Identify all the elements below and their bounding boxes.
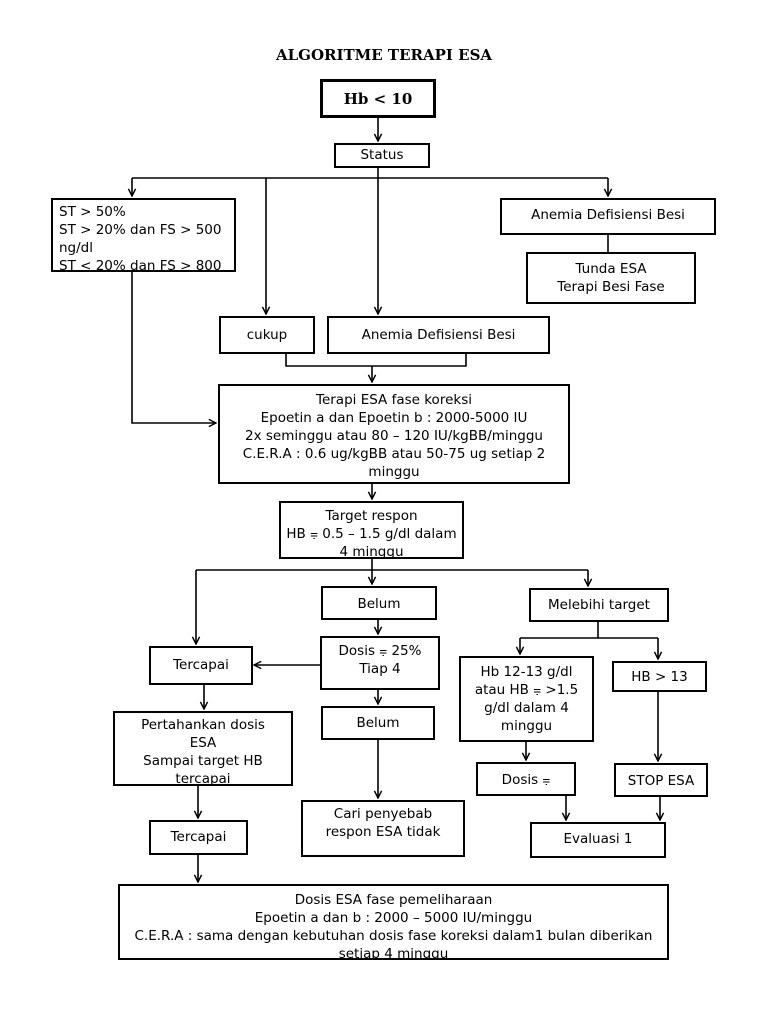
node-iron-deficiency-mid: Anemia Defisiensi Besi (327, 316, 550, 354)
node-dose-up: Dosis ⩦ 25% Tiap 4 (320, 636, 440, 690)
node-correction: Terapi ESA fase koreksi Epoetin a dan Ep… (218, 384, 570, 484)
node-hb-13: HB > 13 (612, 661, 707, 692)
node-find-cause: Cari penyebab respon ESA tidak (301, 800, 465, 857)
node-cukup: cukup (219, 316, 315, 354)
node-iron-status: ST > 50% ST > 20% dan FS > 500 ng/dl ST … (51, 198, 236, 272)
node-stop: STOP ESA (614, 763, 708, 797)
node-status: Status (334, 143, 430, 168)
node-belum-2: Belum (321, 706, 435, 740)
edge-iron-status-correction (131, 272, 216, 423)
node-tercapai-2: Tercapai (149, 820, 248, 855)
node-hb-start: Hb < 10 g/dl (320, 79, 436, 118)
node-hb-range: Hb 12-13 g/dl atau HB ⩦ >1.5 g/dl dalam … (459, 656, 594, 742)
node-delay-esa: Tunda ESA Terapi Besi Fase (526, 252, 696, 304)
node-iron-deficiency-right: Anemia Defisiensi Besi (500, 198, 716, 235)
node-target: Target respon HB ⩦ 0.5 – 1.5 g/dl dalam … (279, 501, 464, 559)
edge-merge-correction (285, 354, 467, 367)
node-tercapai-1: Tercapai (149, 646, 253, 685)
diagram-title: ALGORITME TERAPI ESA (275, 46, 493, 64)
node-dose-down: Dosis ⩦ (476, 762, 576, 796)
node-evaluasi: Evaluasi 1 (530, 822, 666, 858)
node-maintain: Pertahankan dosis ESA Sampai target HB t… (113, 711, 293, 786)
node-maintenance: Dosis ESA fase pemeliharaan Epoetin a da… (118, 884, 669, 960)
node-belum-1: Belum (321, 586, 437, 620)
node-melebihi: Melebihi target (529, 588, 669, 622)
